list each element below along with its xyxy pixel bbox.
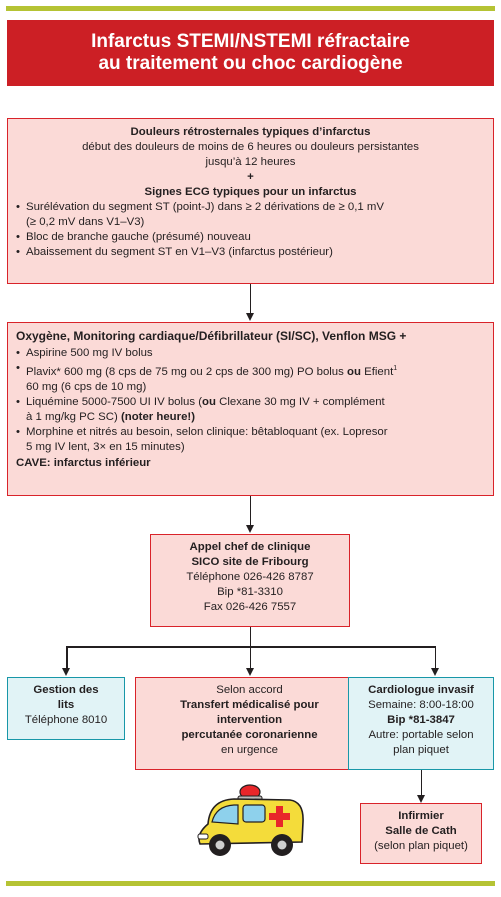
transfer-urgency: en urgence	[221, 744, 278, 756]
treatment-item: Morphine et nitrés au besoin, selon clin…	[16, 425, 485, 455]
title-line-1: Infarctus STEMI/NSTEMI réfractaire	[91, 31, 410, 52]
symptoms-box: Douleurs rétrosternales typiques d’infar…	[7, 118, 494, 284]
call-clinic-box: Appel chef de clinique SICO site de Frib…	[150, 534, 350, 627]
ecg-criterion: Bloc de branche gauche (présumé) nouveau	[16, 230, 485, 245]
footnote-mark: 1	[393, 365, 398, 372]
title-line-2: au traitement ou choc cardiogène	[98, 53, 403, 74]
caution-note: CAVE: infarctus inférieur	[16, 456, 151, 469]
nurse-room: Salle de Cath	[385, 825, 457, 837]
connector	[249, 496, 251, 526]
transfer-title: Transfert médicalisé pour	[180, 699, 319, 711]
liquemine-text: Liquémine 5000-7500 UI IV bolus (	[26, 395, 203, 408]
ecg-criterion-cont: (≥ 0,2 mV dans V1–V3)	[26, 216, 145, 228]
symptoms-onset: début des douleurs de moins de 6 heures …	[82, 141, 419, 153]
bed-title: Gestion des	[33, 684, 99, 696]
efient-text: Efient	[360, 365, 394, 378]
transfer-title-cont: percutanée coronarienne	[181, 729, 318, 741]
ambulance-icon	[197, 784, 304, 856]
top-rule	[6, 6, 495, 11]
connector	[249, 646, 251, 669]
symptoms-title: Douleurs rétrosternales typiques d’infar…	[130, 126, 371, 138]
bed-phone: Téléphone 8010	[24, 714, 108, 726]
nurse-note: (selon plan piquet)	[374, 840, 468, 852]
call-fax: Fax 026-426 7557	[203, 601, 297, 613]
clexane-text: Clexane 30 mg IV + complément	[215, 395, 385, 408]
ecg-criterion-text: Surélévation du segment ST (point-J) dan…	[26, 201, 384, 213]
treatment-title: Oxygène, Monitoring cardiaque/Défibrilla…	[16, 329, 407, 343]
or-keyword: ou	[202, 395, 216, 408]
connector	[66, 646, 68, 669]
connector	[249, 627, 251, 647]
cardiologist-hours: Semaine: 8:00-18:00	[368, 699, 474, 711]
cardiologist-other-cont: plan piquet	[393, 744, 449, 756]
ecg-criterion: Abaissement du segment ST en V1–V3 (infa…	[16, 245, 485, 260]
nurse-title: Infirmier	[398, 810, 444, 822]
call-bip: Bip *81-3310	[217, 586, 283, 598]
ecg-title: Signes ECG typiques pour un infarctus	[144, 186, 357, 198]
arrow-head	[245, 525, 254, 533]
plus-sign: +	[247, 171, 254, 183]
arrow-head	[416, 795, 425, 803]
morphine-text: Morphine et nitrés au besoin, selon clin…	[26, 425, 388, 438]
treatment-item: Aspirine 500 mg IV bolus	[16, 346, 485, 361]
transfer-condition: Selon accord	[216, 684, 283, 696]
transfer-title-cont: intervention	[216, 714, 283, 726]
connector	[249, 284, 251, 314]
clexane-dose: à 1 mg/kg PC SC)	[26, 410, 121, 423]
call-site: SICO site de Fribourg	[191, 556, 309, 568]
ecg-criterion: Surélévation du segment ST (point-J) dan…	[16, 200, 485, 230]
connector	[420, 770, 422, 796]
arrow-head	[245, 668, 254, 676]
call-title: Appel chef de clinique	[189, 541, 311, 553]
page-title: Infarctus STEMI/NSTEMI réfractaire au tr…	[7, 20, 494, 86]
treatment-list: Aspirine 500 mg IV bolus Plavix* 600 mg …	[16, 346, 485, 455]
bed-management-box: Gestion des lits Téléphone 8010	[7, 677, 125, 740]
cardiologist-box: Cardiologue invasif Semaine: 8:00-18:00 …	[348, 677, 494, 770]
bed-title-cont: lits	[57, 699, 75, 711]
treatment-item: Liquémine 5000-7500 UI IV bolus (ou Clex…	[16, 395, 485, 425]
note-time: (noter heure!)	[120, 410, 195, 423]
cath-nurse-box: Infirmier Salle de Cath (selon plan piqu…	[360, 803, 482, 864]
lopresor-dose: 5 mg IV lent, 3× en 15 minutes)	[26, 440, 185, 453]
efient-dose: 60 mg (6 cps de 10 mg)	[26, 380, 147, 393]
transfer-box: Selon accord Transfert médicalisé pour i…	[135, 677, 364, 770]
treatment-item: Plavix* 600 mg (8 cps de 75 mg ou 2 cps …	[16, 361, 485, 395]
treatment-box: Oxygène, Monitoring cardiaque/Défibrilla…	[7, 322, 494, 496]
symptoms-onset-cont: jusqu’à 12 heures	[205, 156, 296, 168]
connector	[434, 646, 436, 669]
connector	[66, 646, 436, 648]
arrow-head	[245, 313, 254, 321]
cardiologist-bip: Bip *81-3847	[387, 714, 455, 726]
or-keyword: ou	[347, 365, 361, 378]
ecg-criteria-list: Surélévation du segment ST (point-J) dan…	[16, 200, 485, 260]
cardiologist-title: Cardiologue invasif	[368, 684, 474, 696]
cardiologist-other: Autre: portable selon	[368, 729, 474, 741]
plavix-text: Plavix* 600 mg (8 cps de 75 mg ou 2 cps …	[26, 365, 348, 378]
arrow-head	[62, 668, 70, 676]
call-phone: Téléphone 026-426 8787	[186, 571, 314, 583]
arrow-head	[430, 668, 439, 676]
bottom-rule	[6, 881, 495, 886]
